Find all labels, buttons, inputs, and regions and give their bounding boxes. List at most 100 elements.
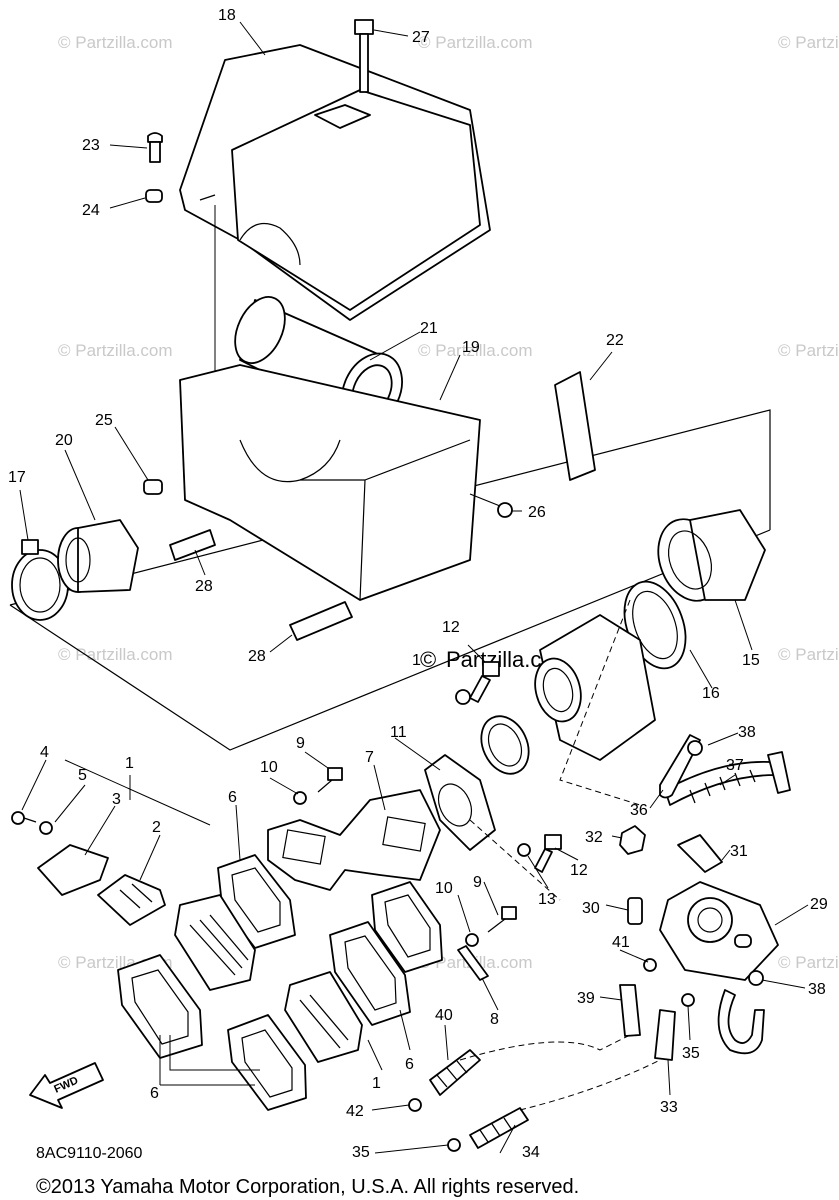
gasket-6 [371,881,443,973]
callout-34: 34 [522,1144,540,1161]
hose-clamp [480,715,530,775]
hose-39 [619,984,641,1037]
callout-38: 38 [808,981,826,998]
callout-12: 12 [570,862,588,879]
routing-line [559,599,641,806]
clip-35 [681,993,695,1007]
callout-20: 20 [55,432,73,449]
callout-5: 5 [78,767,87,784]
callout-10: 10 [435,880,453,897]
callout-9: 9 [473,874,482,891]
washer-13 [517,843,531,857]
intake-elbow [534,614,656,761]
callout-6: 6 [405,1056,414,1073]
damper-pad-28 [169,529,216,561]
callout-12: 12 [442,619,460,636]
washer-10 [293,791,307,805]
intake-manifold-7 [267,789,441,891]
bolt-9 [317,767,343,793]
bracket-31 [677,834,723,873]
watermark: © Partzilla.com [778,341,839,360]
cover-boss [314,104,371,129]
washer-10 [465,933,479,947]
callout-38: 38 [738,724,756,741]
collar-30 [627,897,643,925]
bolt-27 [354,19,374,93]
callout-41: 41 [612,934,630,951]
callout-27: 27 [412,29,430,46]
callout-26: 26 [528,504,546,521]
callout-6: 6 [228,789,237,806]
copyright-symbol: © [420,647,436,672]
callout-31: 31 [730,843,748,860]
fuel-line-40 [429,1049,481,1096]
air-box-group [9,19,771,761]
watermark: © Partzilla.com [58,341,173,360]
callout-1: 1 [372,1075,381,1092]
watermark: © Partzilla.com [418,33,533,52]
routing-line [469,819,561,901]
collar-8 [457,945,489,981]
watermark: © Partzilla.com [778,953,839,972]
watermark: © Partzilla.com [778,33,839,52]
watermark: © Partzilla.com [58,645,173,664]
fuel-return-hose [717,989,765,1055]
callout-23: 23 [82,137,100,154]
callout-10: 10 [260,759,278,776]
callout-4: 4 [40,744,49,761]
gasket-6 [329,921,411,1026]
callout-9: 9 [296,735,305,752]
callout-32: 32 [585,829,603,846]
carb-joint-11 [424,754,496,851]
callout-13: 13 [538,891,556,908]
callout-24: 24 [82,202,100,219]
reed-valve-1 [284,971,363,1063]
watermark: © Partzilla.com [58,33,173,52]
clip-38 [687,740,703,756]
watermark: © Partzilla.com [418,341,533,360]
callout-1: 1 [125,755,134,772]
callout-15: 15 [742,652,760,669]
routing-line [519,1059,661,1111]
washer-5 [39,821,53,835]
clip-42 [408,1098,422,1112]
grommet-24 [145,189,163,203]
callout-17: 17 [8,469,26,486]
bolt-9 [487,906,517,933]
diagram-code: 8AC9110-2060 [36,1145,143,1162]
callout-13: 1 [412,652,421,669]
leader-lines [19,21,809,1154]
callout-22: 22 [606,332,624,349]
gasket-6 [227,1014,307,1111]
callout-42: 42 [346,1103,364,1120]
bolt-12-lower [534,834,562,873]
nut-32 [619,825,646,855]
callout-40: 40 [435,1007,453,1024]
callout-39: 39 [577,990,595,1007]
intake-joint-15 [657,509,766,602]
screw-26 [469,493,513,518]
seal-pad-22 [554,371,596,481]
gasket-6 [117,954,203,1059]
callout-35: 35 [682,1045,700,1062]
callout-11: 11 [390,724,407,741]
fuel-pump-29 [659,881,779,981]
clip-38 [748,970,764,986]
fwd-arrow: FWD [29,1062,104,1109]
group-bracket [64,759,211,826]
callout-labels: 18 27 23 24 21 19 22 25 20 17 26 28 28 1… [8,7,828,1161]
callout-33: 33 [660,1099,678,1116]
callout-16: 16 [702,685,720,702]
callout-28: 28 [248,648,266,665]
callout-3: 3 [112,791,121,808]
callout-30: 30 [582,900,600,917]
air-box-case [179,364,481,601]
callout-21: 21 [420,320,438,337]
callout-6: 6 [150,1085,159,1102]
watermark: © Partzilla.com [778,645,839,664]
manifold-group: FWD [11,599,791,1152]
callout-35: 35 [352,1144,370,1161]
callout-25: 25 [95,412,113,429]
callout-19: 19 [462,339,480,356]
